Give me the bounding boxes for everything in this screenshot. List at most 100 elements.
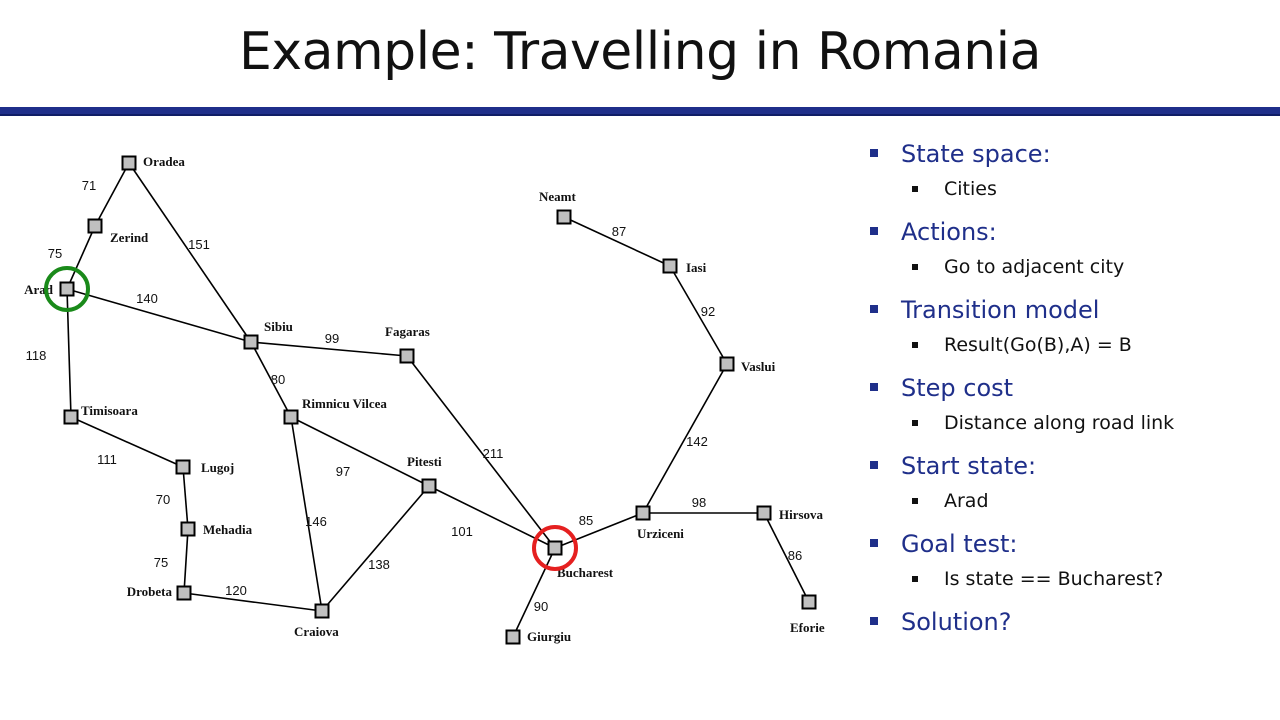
sub-bullet-text: Result(Go(B),A) = B [944,334,1132,356]
road-sibiu-fagaras [250,341,408,357]
road-rimnicu-pitesti [290,416,430,487]
city-node-lugoj [175,459,191,475]
city-label-craiova: Craiova [294,624,339,639]
title-divider [0,107,1280,116]
problem-definition-list: State space: Cities Actions: Go to adjac… [868,138,1268,638]
bullet-actions: Actions: Go to adjacent city [868,216,1268,279]
distance-label: 111 [97,452,117,467]
city-node-pitesti [421,478,437,494]
city-node-oradea [121,155,137,171]
city-label-mehadia: Mehadia [203,522,253,537]
square-bullet-icon [912,576,918,582]
square-bullet-icon [912,420,918,426]
goal-city-circle [532,525,578,571]
distance-label: 71 [82,178,96,193]
distance-label: 70 [156,492,170,507]
distance-label: 211 [483,446,504,461]
road-layer [66,162,810,638]
city-node-hirsova [756,505,772,521]
sub-bullet-text: Go to adjacent city [944,256,1125,278]
city-label-zerind: Zerind [110,230,149,245]
distance-label: 146 [305,514,327,529]
road-fagaras-bucharest [406,355,556,549]
city-label-iasi: Iasi [686,260,707,275]
road-vaslui-iasi [669,265,728,365]
city-node-layer [59,155,817,645]
bullet-label: Solution? [901,608,1012,636]
city-label-arad: Arad [24,282,54,297]
square-bullet-icon [870,149,878,157]
road-craiova-pitesti [321,485,430,612]
city-node-urziceni [635,505,651,521]
bullet-goal-test: Goal test: Is state == Bucharest? [868,528,1268,591]
distance-label: 120 [225,583,247,598]
city-label-fagaras: Fagaras [385,324,430,339]
square-bullet-icon [870,461,878,469]
city-node-fagaras [399,348,415,364]
road-sibiu-rimnicu [250,341,292,418]
bullet-state-space: State space: Cities [868,138,1268,201]
road-drobeta-craiova [183,592,323,612]
sub-bullet: Arad [868,489,1268,513]
bullet-label: Actions: [901,218,997,246]
city-node-drobeta [176,585,192,601]
sub-bullet-text: Cities [944,178,997,200]
city-label-vaslui: Vaslui [741,359,776,374]
square-bullet-icon [912,264,918,270]
distance-label: 140 [136,291,158,306]
city-label-rimnicu: Rimnicu Vilcea [302,396,387,411]
distance-label: 87 [612,224,626,239]
city-label-drobeta: Drobeta [127,584,173,599]
road-oradea-zerind [94,162,130,227]
distance-label: 118 [26,348,47,363]
city-label-neamt: Neamt [539,189,576,204]
road-zerind-arad [66,225,96,290]
road-urziceni-vaslui [642,363,728,514]
distance-label: 101 [451,524,473,539]
distance-label: 98 [692,495,706,510]
sub-bullet: Go to adjacent city [868,255,1268,279]
city-node-neamt [556,209,572,225]
square-bullet-icon [870,539,878,547]
square-bullet-icon [912,498,918,504]
city-node-vaslui [719,356,735,372]
road-timisoara-lugoj [70,416,184,468]
city-node-mehadia [180,521,196,537]
city-label-timisoara: Timisoara [81,403,138,418]
city-node-iasi [662,258,678,274]
sub-bullet: Distance along road link [868,411,1268,435]
square-bullet-icon [870,617,878,625]
city-node-bucharest [547,540,563,556]
distance-label: 80 [271,372,285,387]
road-rimnicu-craiova [290,416,323,612]
road-iasi-neamt [563,216,671,267]
bullet-solution: Solution? [868,606,1268,638]
sub-bullet-text: Distance along road link [944,412,1175,434]
distance-label: 99 [325,331,339,346]
city-label-eforie: Eforie [790,620,825,635]
bullet-label: Step cost [901,374,1014,402]
city-label-oradea: Oradea [143,154,185,169]
bullet-step-cost: Step cost Distance along road link [868,372,1268,435]
city-node-eforie [801,594,817,610]
distance-label: 90 [534,599,548,614]
city-node-giurgiu [505,629,521,645]
bullet-label: State space: [901,140,1051,168]
bullet-transition-model: Transition model Result(Go(B),A) = B [868,294,1268,357]
distance-label: 97 [336,464,350,479]
city-label-giurgiu: Giurgiu [527,629,571,644]
square-bullet-icon [912,342,918,348]
distance-label: 75 [154,555,168,570]
road-lugoj-mehadia [182,466,189,530]
distance-label: 142 [686,434,708,449]
road-bucharest-urziceni [554,512,644,549]
distance-label: 85 [579,513,593,528]
sub-bullet-text: Is state == Bucharest? [944,568,1164,590]
bullet-label: Transition model [901,296,1100,324]
city-label-lugoj: Lugoj [201,460,234,475]
distance-label-layer: 7175151140118998011170751201469713821110… [26,178,803,614]
square-bullet-icon [870,305,878,313]
city-label-pitesti: Pitesti [407,454,442,469]
